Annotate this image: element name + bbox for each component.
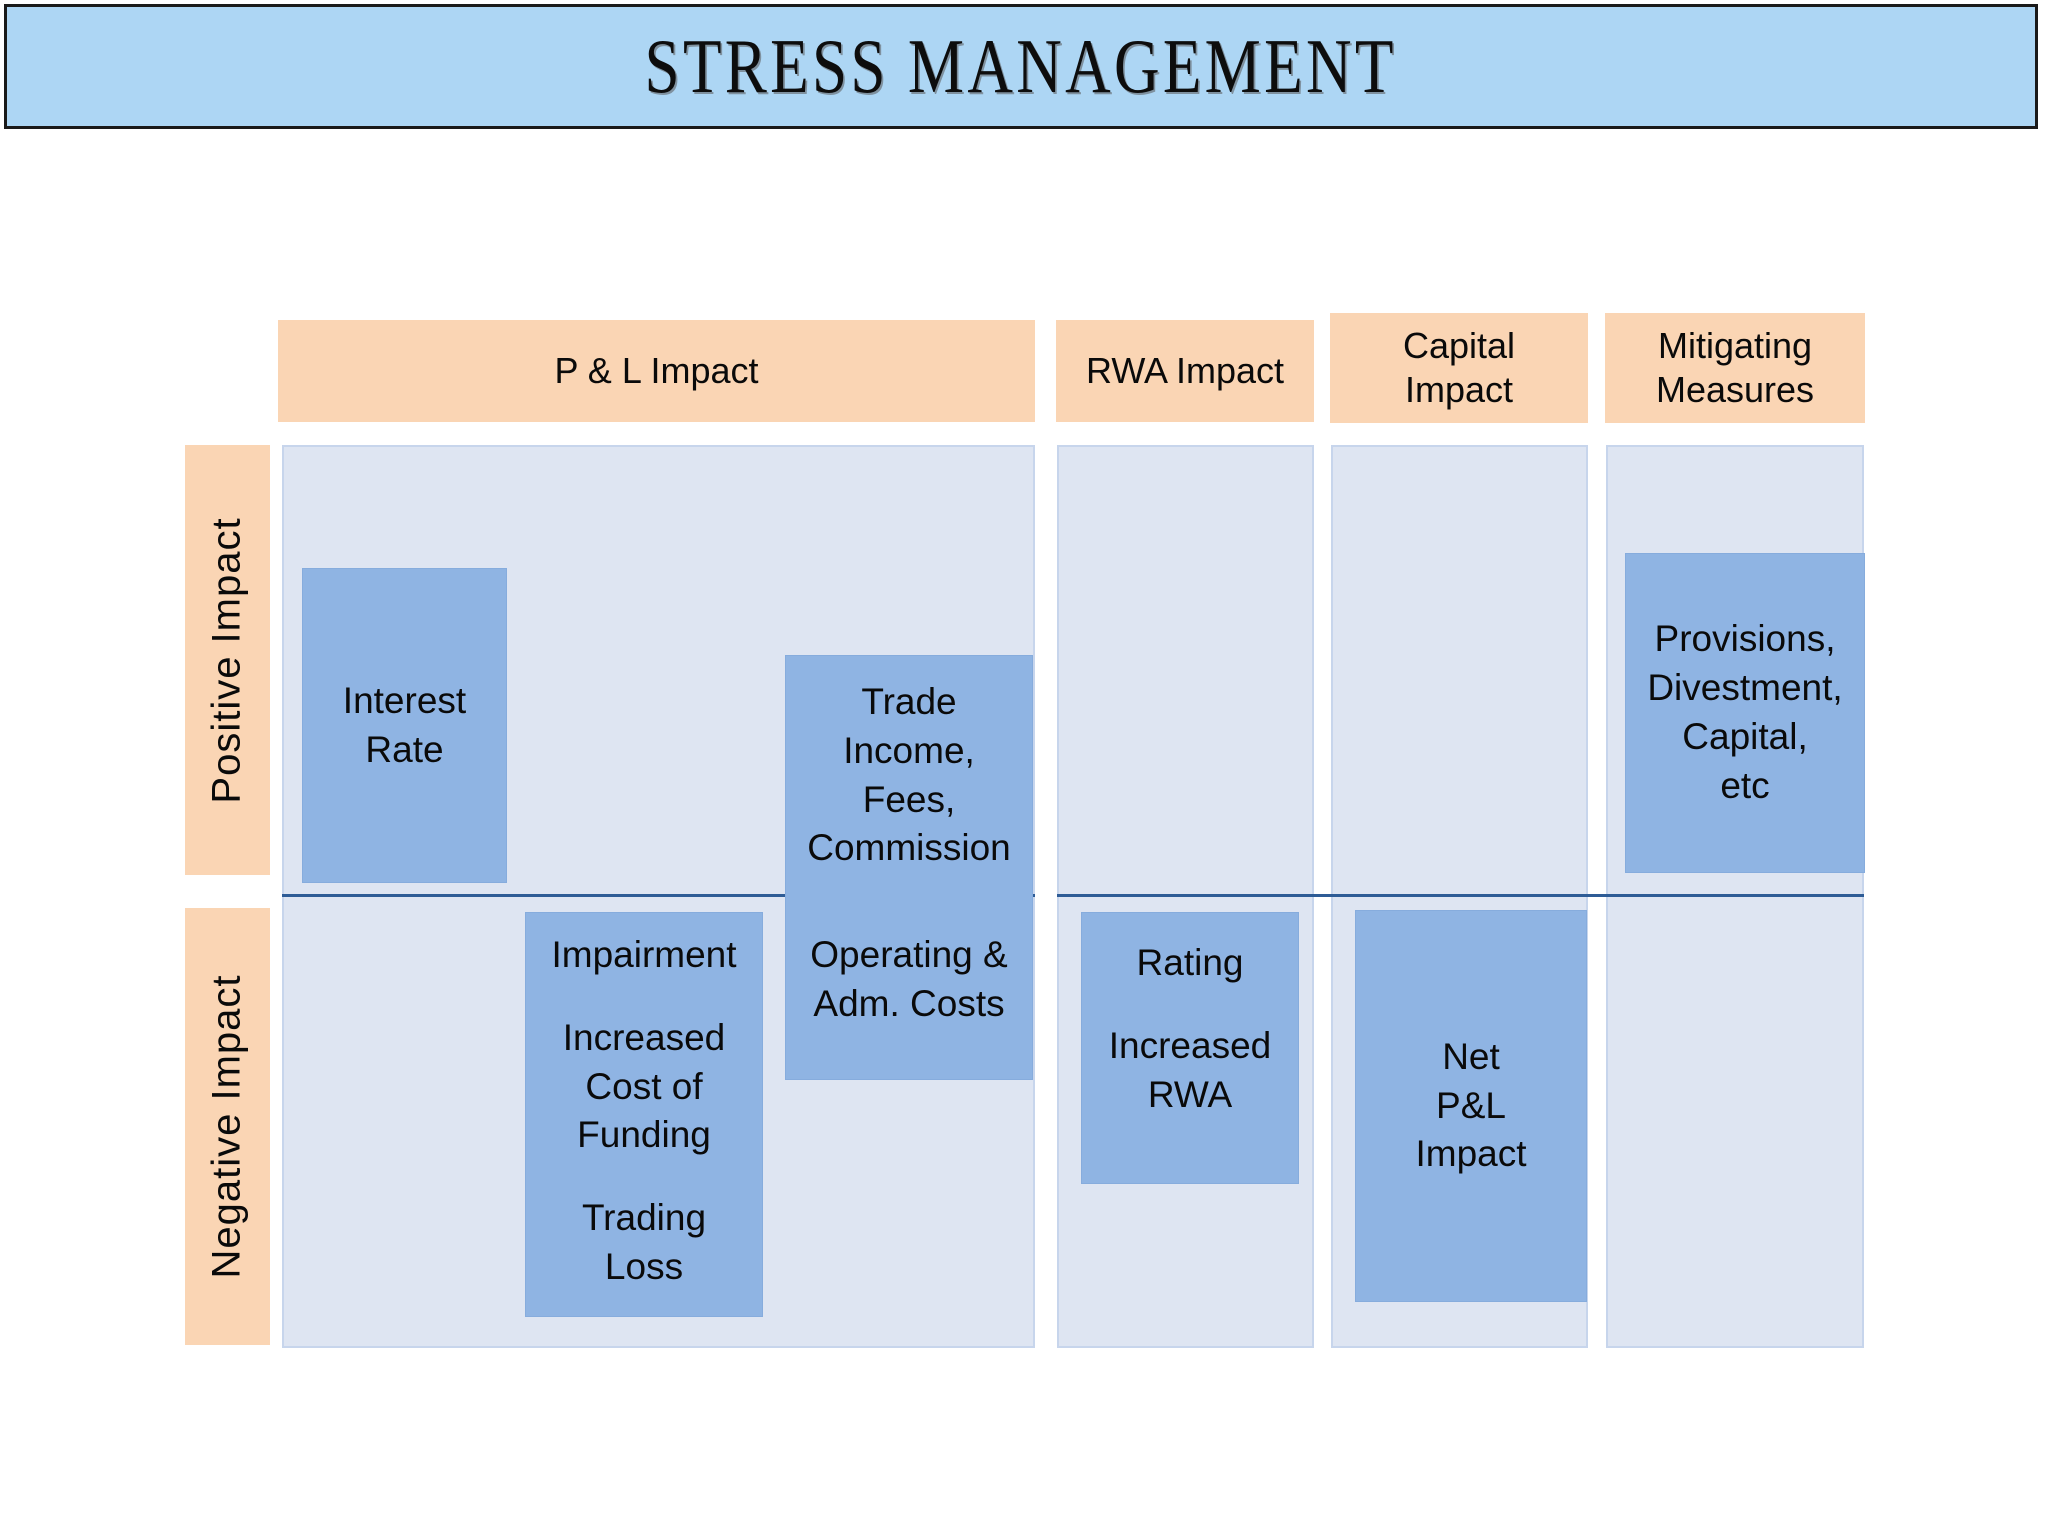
box-net-pl-impact-line-2: P&L xyxy=(1436,1084,1506,1126)
row-label-negative-impact-text: Negative Impact xyxy=(205,974,249,1279)
box-increased-cost-line-3: Funding xyxy=(577,1114,711,1156)
column-header-pl-impact-line-1: P & L Impact xyxy=(554,350,759,392)
box-mitigating-line-2: Divestment, xyxy=(1647,667,1843,709)
column-header-mitigating-measures-line-1: Mitigating xyxy=(1657,325,1813,367)
box-trade-income-line-4: Commission xyxy=(807,827,1011,869)
column-header-capital-impact-line-1: Capital xyxy=(1402,325,1516,367)
box-mitigating-line-1: Provisions, xyxy=(1654,618,1836,660)
box-interest-rate-line-2: Rate xyxy=(365,728,444,770)
box-trade-income-line-2: Income, xyxy=(843,729,975,771)
title-banner: STRESS MANAGEMENT xyxy=(4,4,2038,129)
box-increased-rwa-line-1: Increased xyxy=(1108,1024,1272,1066)
box-interest-rate-line-1: Interest xyxy=(342,679,467,721)
box-mitigating-line-3: Capital, xyxy=(1682,716,1808,757)
column-header-capital-impact[interactable]: Capital Impact xyxy=(1330,313,1588,423)
box-operating-costs-line-1: Operating & xyxy=(810,934,1008,976)
box-increased-rwa-line-2: RWA xyxy=(1147,1073,1233,1115)
positive-negative-divider-left xyxy=(282,894,1035,897)
box-rating-increased-rwa[interactable]: Rating Increased RWA xyxy=(1081,912,1299,1184)
box-impairment-line-1: Impairment xyxy=(551,934,737,975)
page-title: STRESS MANAGEMENT xyxy=(644,23,1398,109)
box-trade-income-line-1: Trade xyxy=(861,681,957,722)
box-operating-costs-line-2: Adm. Costs xyxy=(813,983,1005,1025)
column-header-mitigating-measures-line-2: Measures xyxy=(1655,369,1815,410)
row-label-positive-impact[interactable]: Positive Impact xyxy=(185,445,270,875)
box-trade-income-operating-costs[interactable]: Trade Income, Fees, Commission Operating… xyxy=(785,655,1033,1080)
column-header-capital-impact-line-2: Impact xyxy=(1404,369,1514,410)
box-impairment-funding-trading-loss[interactable]: Impairment Increased Cost of Funding Tra… xyxy=(525,912,763,1317)
box-trading-loss-line-2: Loss xyxy=(604,1246,684,1288)
column-header-rwa-impact-line-1: RWA Impact xyxy=(1085,350,1285,392)
positive-negative-divider-right xyxy=(1057,894,1864,897)
box-trade-income-line-3: Fees, xyxy=(862,778,956,820)
box-net-pl-impact-line-3: Impact xyxy=(1415,1133,1527,1175)
box-mitigating-line-4: etc xyxy=(1720,764,1770,806)
box-increased-cost-line-2: Cost of xyxy=(585,1065,703,1107)
box-rating-line-1: Rating xyxy=(1136,942,1244,983)
box-increased-cost-line-1: Increased xyxy=(562,1016,726,1058)
box-net-pl-impact-line-1: Net xyxy=(1442,1035,1500,1077)
box-trading-loss-line-1: Trading xyxy=(581,1197,707,1239)
box-net-pl-impact[interactable]: Net P&L Impact xyxy=(1355,910,1587,1302)
row-label-positive-impact-text: Positive Impact xyxy=(205,516,249,804)
column-header-mitigating-measures[interactable]: Mitigating Measures xyxy=(1605,313,1865,423)
column-header-rwa-impact[interactable]: RWA Impact xyxy=(1056,320,1314,422)
column-header-pl-impact[interactable]: P & L Impact xyxy=(278,320,1035,422)
row-label-negative-impact[interactable]: Negative Impact xyxy=(185,908,270,1345)
box-interest-rate[interactable]: Interest Rate xyxy=(302,568,507,883)
box-mitigating-measures-content[interactable]: Provisions, Divestment, Capital, etc xyxy=(1625,553,1865,873)
